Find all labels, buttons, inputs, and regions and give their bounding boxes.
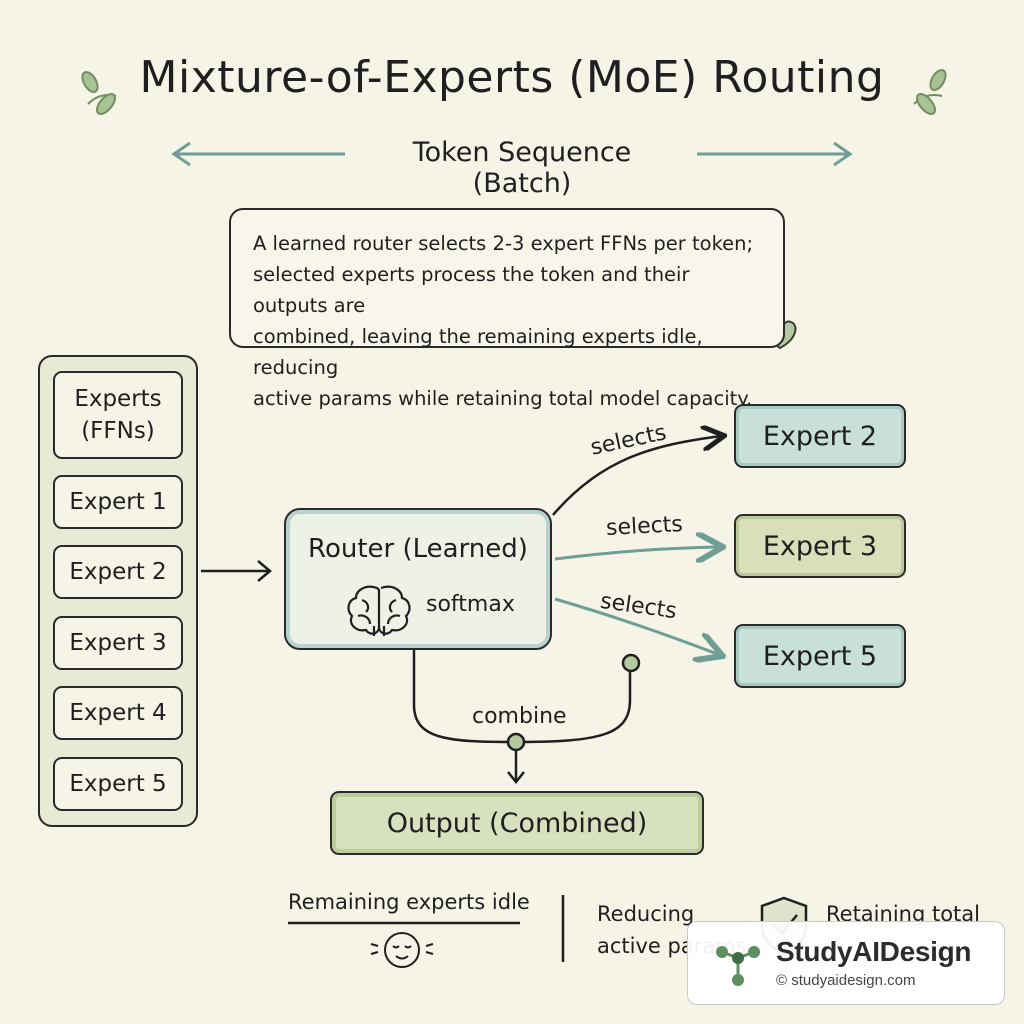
footer-idle-text: Remaining experts idle [288,890,530,914]
description-line: combined, leaving the remaining experts … [253,325,703,379]
leaf-icon-left [81,71,117,115]
footer-reducing-line: Reducing [597,902,695,926]
description-line: active params while retaining total mode… [253,387,753,410]
combine-node-top [621,653,641,673]
experts-panel: Experts (FFNs) Expert 1 Expert 2 Expert … [38,355,198,827]
expert-item-1: Expert 1 [53,475,183,529]
selected-expert-2: Expert 2 [734,404,906,468]
description-line: A learned router selects 2-3 expert FFNs… [253,232,754,255]
router-box: Router (Learned) softmax [284,508,552,650]
router-label: Router (Learned) [308,534,528,564]
brain-icon [347,585,411,636]
sleepy-face-icon [370,932,434,968]
expert-item-3: Expert 3 [53,616,183,670]
output-box: Output (Combined) [330,791,704,855]
router-sublabel: softmax [426,592,515,617]
description-box: A learned router selects 2-3 expert FFNs… [229,208,785,410]
panel-to-router-arrow [201,560,272,582]
batch-arrow-right [697,141,853,167]
leaf-icon-right [913,69,947,115]
description-line: selected experts process the token and t… [253,263,690,317]
experts-panel-header: Experts (FFNs) [53,371,183,459]
expert-item-5: Expert 5 [53,757,183,811]
subtitle: Token Sequence (Batch) [412,137,632,199]
batch-arrow-left [171,141,345,167]
edge-to-expert-3 [554,547,720,559]
edge-label-selects: selects [605,512,684,541]
watermark-url: © studyaidesign.com [776,972,916,989]
selected-expert-3: Expert 3 [734,514,906,578]
expert-item-4: Expert 4 [53,686,183,740]
combine-label: combine [472,704,567,729]
selected-expert-5: Expert 5 [734,624,906,688]
page-title: Mixture-of-Experts (MoE) Routing [139,52,885,103]
combine-node [506,732,526,752]
edge-to-expert-2 [552,436,722,516]
expert-item-2: Expert 2 [53,545,183,599]
experts-header-line: (FFNs) [81,418,155,444]
combine-to-output-arrow [507,750,525,785]
network-logo-icon [716,946,760,986]
experts-header-line: Experts [74,386,162,412]
watermark-badge: StudyAIDesign © studyaidesign.com [687,921,1005,1005]
edge-to-expert-5 [554,597,720,655]
watermark-name: StudyAIDesign [776,936,972,967]
